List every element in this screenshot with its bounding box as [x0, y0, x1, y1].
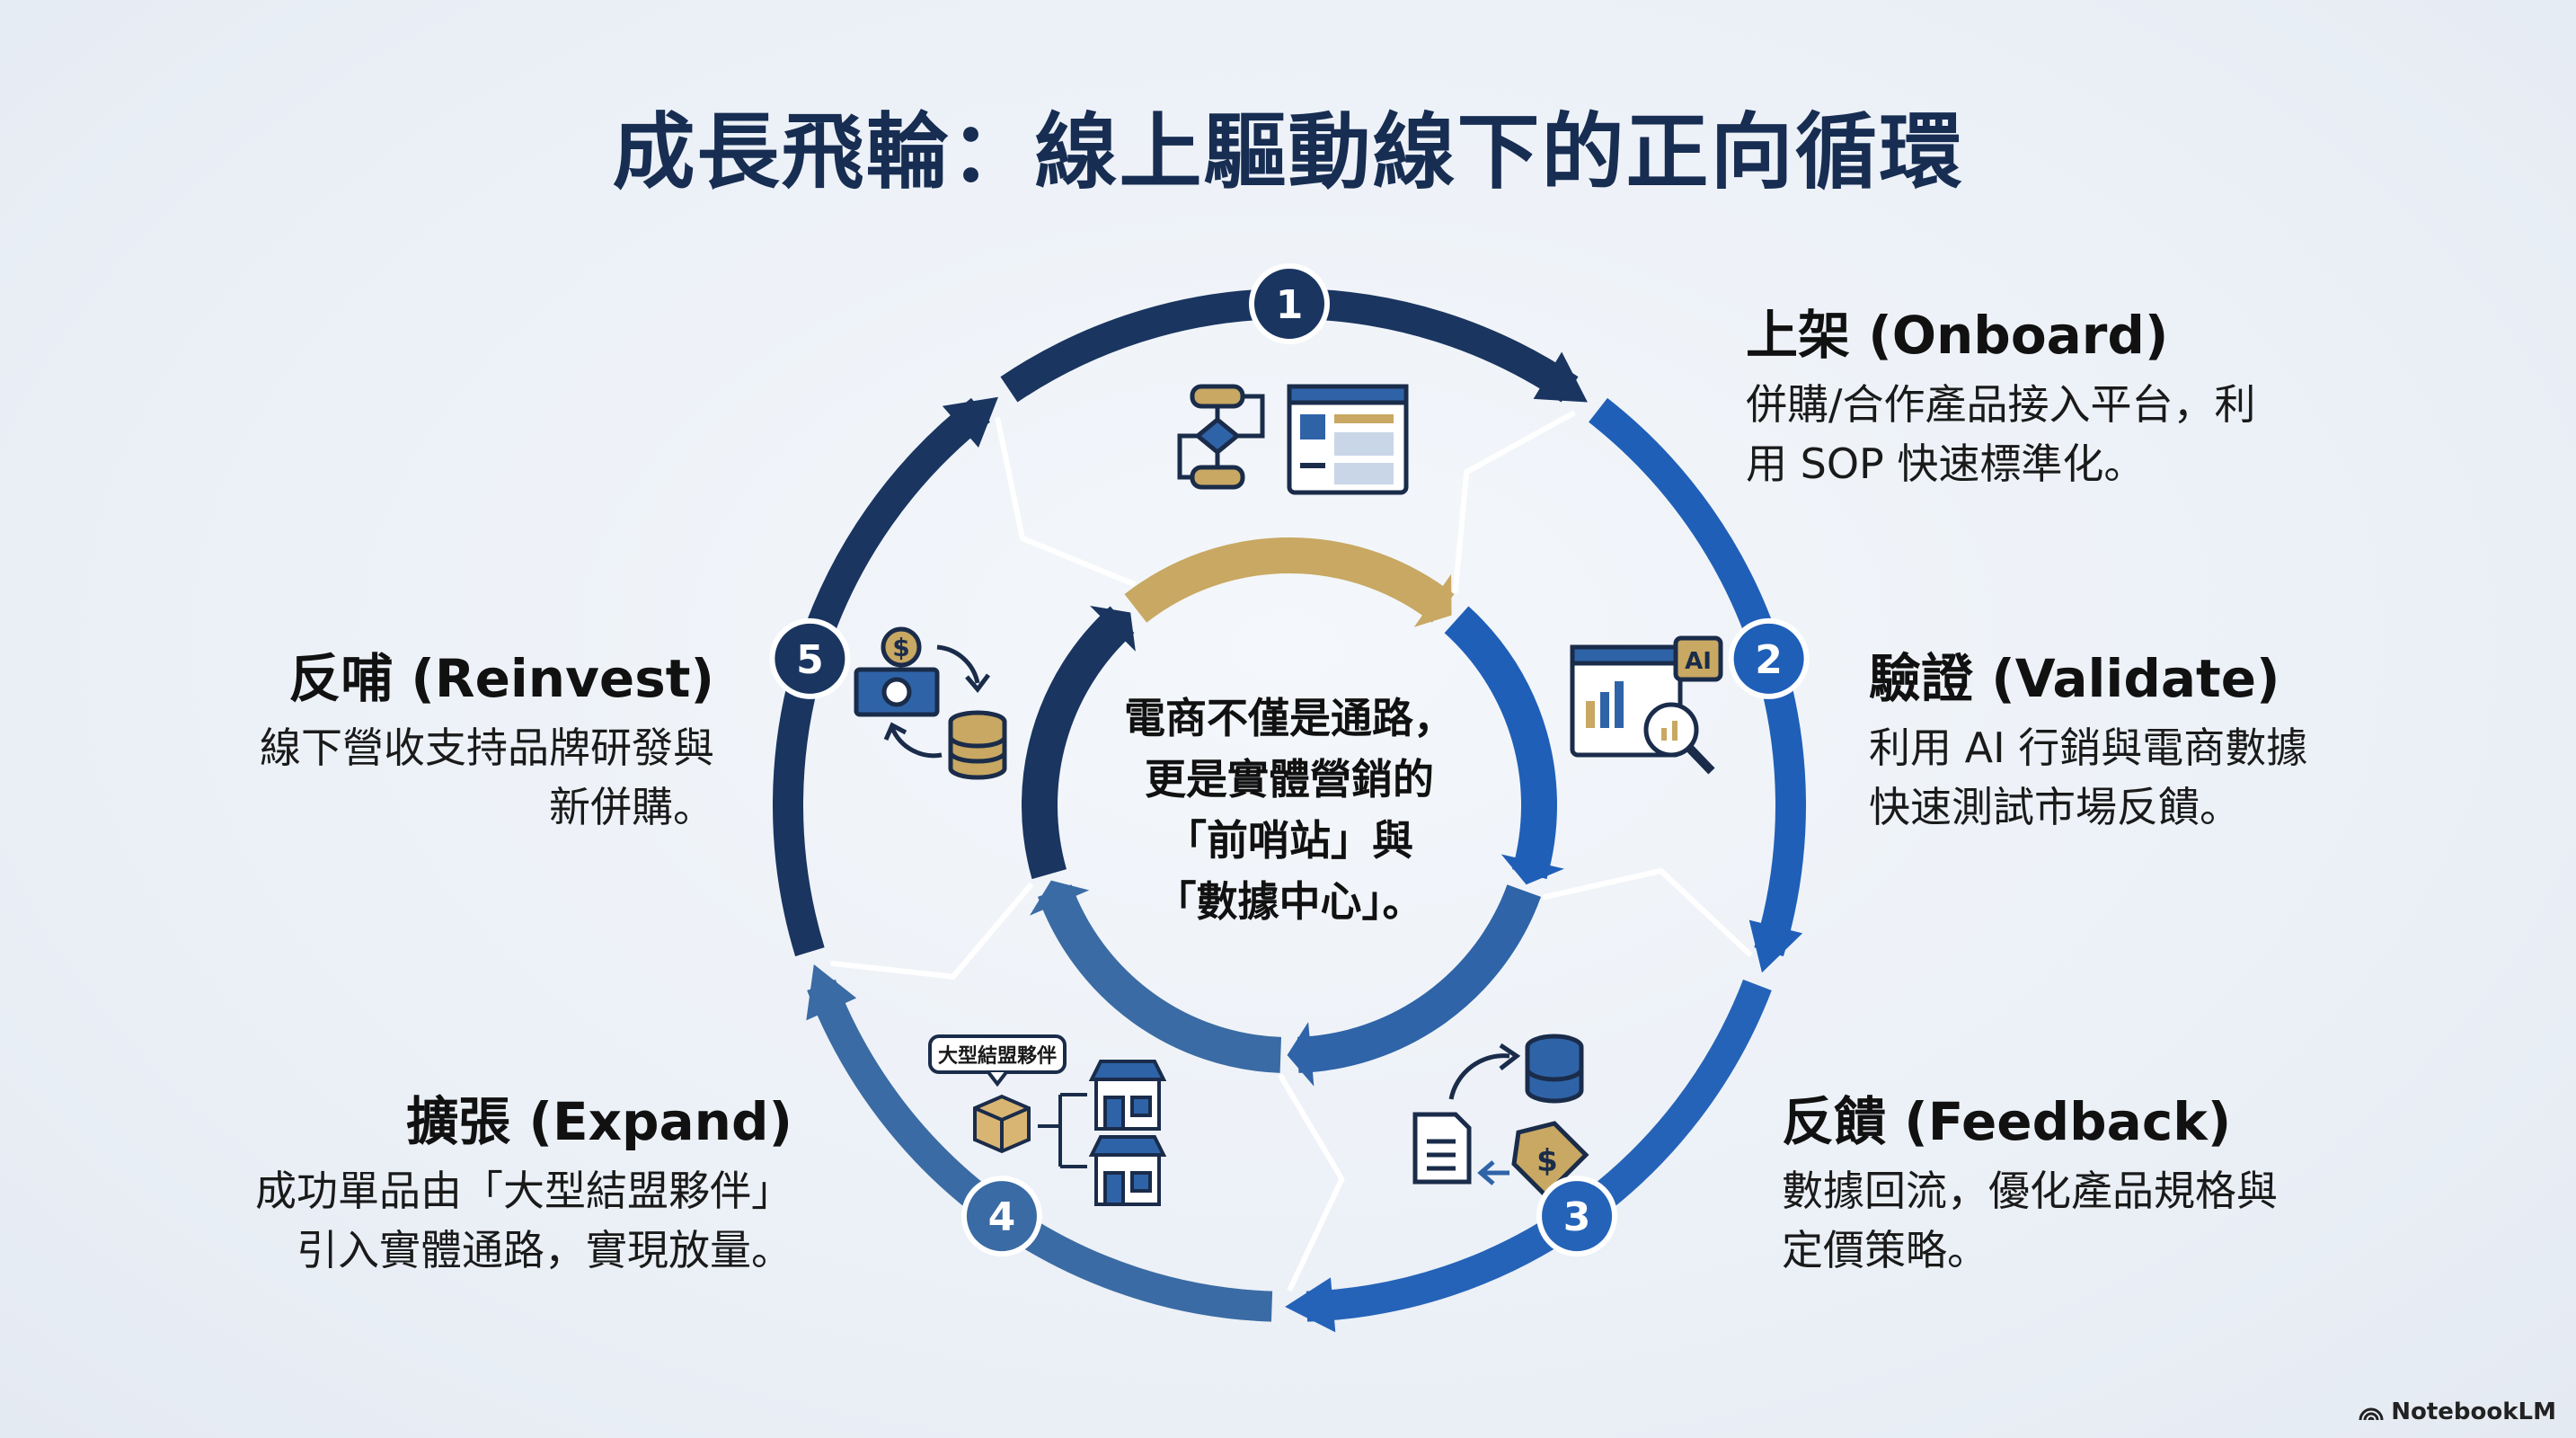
divider-line	[830, 882, 1034, 980]
step-desc-line: 定價策略。	[1782, 1226, 1988, 1274]
inner-ring-arrowhead	[1413, 573, 1452, 627]
step-feedback: 反饋 (Feedback) 數據回流，優化產品規格與定價策略。	[1782, 1087, 2278, 1280]
step-desc-line: 線下營收支持品牌研發與	[260, 723, 714, 772]
outer-ring-arrowhead	[1533, 351, 1588, 403]
center-line: 更是實體營銷的	[1145, 755, 1434, 803]
center-line: 電商不僅是通路，	[1124, 694, 1455, 742]
step-desc-line: 利用 AI 行銷與電商數據	[1869, 723, 2308, 772]
badge-circle	[1249, 263, 1330, 344]
step-desc-line: 用 SOP 快速標準化。	[1746, 439, 2146, 488]
step-badge-5: 5	[769, 617, 851, 699]
badge-circle	[769, 617, 851, 699]
badge-number: 5	[796, 637, 824, 683]
step-desc-line: 數據回流，優化產品規格與	[1782, 1167, 2278, 1215]
data-pricing-icon: $	[1412, 1034, 1589, 1199]
step-validate: 驗證 (Validate) 利用 AI 行銷與電商數據快速測試市場反饋。	[1869, 644, 2307, 837]
inner-ring-segment	[1297, 884, 1542, 1073]
badge-number: 2	[1755, 637, 1783, 683]
step-reinvest: 反哺 (Reinvest) 線下營收支持品牌研發與新併購。	[260, 644, 714, 837]
badge-circle	[1728, 617, 1810, 699]
step-badge-2: 2	[1728, 617, 1810, 699]
divider-line	[1452, 410, 1576, 593]
step-expand: 擴張 (Expand) 成功單品由「大型結盟夥伴」引入實體通路，實現放量。	[255, 1087, 792, 1280]
step-onboard: 上架 (Onboard) 併購/合作產品接入平台，利用 SOP 快速標準化。	[1746, 301, 2256, 493]
partner-bubble-text: 大型結盟夥伴	[938, 1044, 1057, 1068]
inner-ring-segment	[1037, 884, 1282, 1073]
badge-number: 1	[1276, 282, 1304, 328]
stores-expansion-icon: 大型結盟夥伴	[928, 1034, 1167, 1206]
step-heading: 反饋 (Feedback)	[1782, 1091, 2232, 1152]
step-heading: 反哺 (Reinvest)	[288, 648, 714, 709]
step-desc-line: 引入實體通路，實現放量。	[297, 1226, 792, 1274]
step-heading: 驗證 (Validate)	[1869, 648, 2280, 709]
step-badge-1: 1	[1249, 263, 1330, 344]
step-badge-4: 4	[960, 1176, 1042, 1257]
outer-ring-arrowhead	[1748, 919, 1803, 973]
divider-line	[1542, 867, 1753, 958]
svg-text:$: $	[1536, 1143, 1558, 1179]
divider-line	[995, 417, 1137, 588]
divider-lines	[830, 410, 1753, 1292]
inner-ring-segment	[1444, 606, 1557, 880]
page-title: 成長飛輪：線上驅動線下的正向循環	[612, 104, 1964, 200]
badge-number: 3	[1563, 1194, 1591, 1240]
divider-line	[1277, 1073, 1345, 1292]
center-message: 電商不僅是通路， 更是實體營銷的 「前哨站」與 「數據中心」。	[1074, 688, 1505, 932]
step-desc-line: 快速測試市場反饋。	[1869, 783, 2241, 831]
center-line: 「前哨站」與	[1165, 816, 1413, 865]
inner-ring-arrowhead	[1287, 1022, 1315, 1087]
step-desc-line: 成功單品由「大型結盟夥伴」	[255, 1167, 792, 1215]
step-badge-3: 3	[1536, 1176, 1618, 1257]
inner-ring-segment	[1022, 606, 1135, 880]
svg-text:AI: AI	[1685, 648, 1712, 675]
step-desc-line: 併購/合作產品接入平台，利	[1746, 380, 2256, 429]
money-cycle-icon: $	[854, 626, 1007, 780]
ai-analytics-icon: AI	[1570, 635, 1723, 775]
center-line: 「數據中心」。	[1155, 877, 1424, 926]
step-heading: 擴張 (Expand)	[406, 1091, 792, 1152]
svg-text:$: $	[892, 633, 909, 662]
notebooklm-logo-icon	[2359, 1407, 2384, 1421]
watermark-text: NotebookLM	[2391, 1398, 2556, 1425]
badge-circle	[960, 1176, 1042, 1257]
outer-ring-arrowhead	[806, 964, 857, 1021]
inner-ring-arrowhead	[1029, 880, 1090, 916]
step-heading: 上架 (Onboard)	[1746, 305, 2169, 366]
outer-ring-arrowhead	[1285, 1277, 1336, 1333]
outer-ring-arrowhead	[942, 396, 998, 448]
inner-ring	[1022, 537, 1564, 1087]
inner-ring-arrowhead	[1500, 854, 1564, 885]
inner-ring-arrowhead	[1089, 605, 1136, 652]
flowchart-dashboard-icon	[1177, 384, 1409, 495]
badge-number: 4	[988, 1194, 1016, 1240]
step-badges: 1 2 3 4 5	[769, 263, 1810, 1257]
inner-ring-segment	[1124, 537, 1455, 623]
notebooklm-watermark: NotebookLM	[2359, 1398, 2556, 1425]
step-desc-line: 新併購。	[549, 783, 714, 831]
badge-circle	[1536, 1176, 1618, 1257]
